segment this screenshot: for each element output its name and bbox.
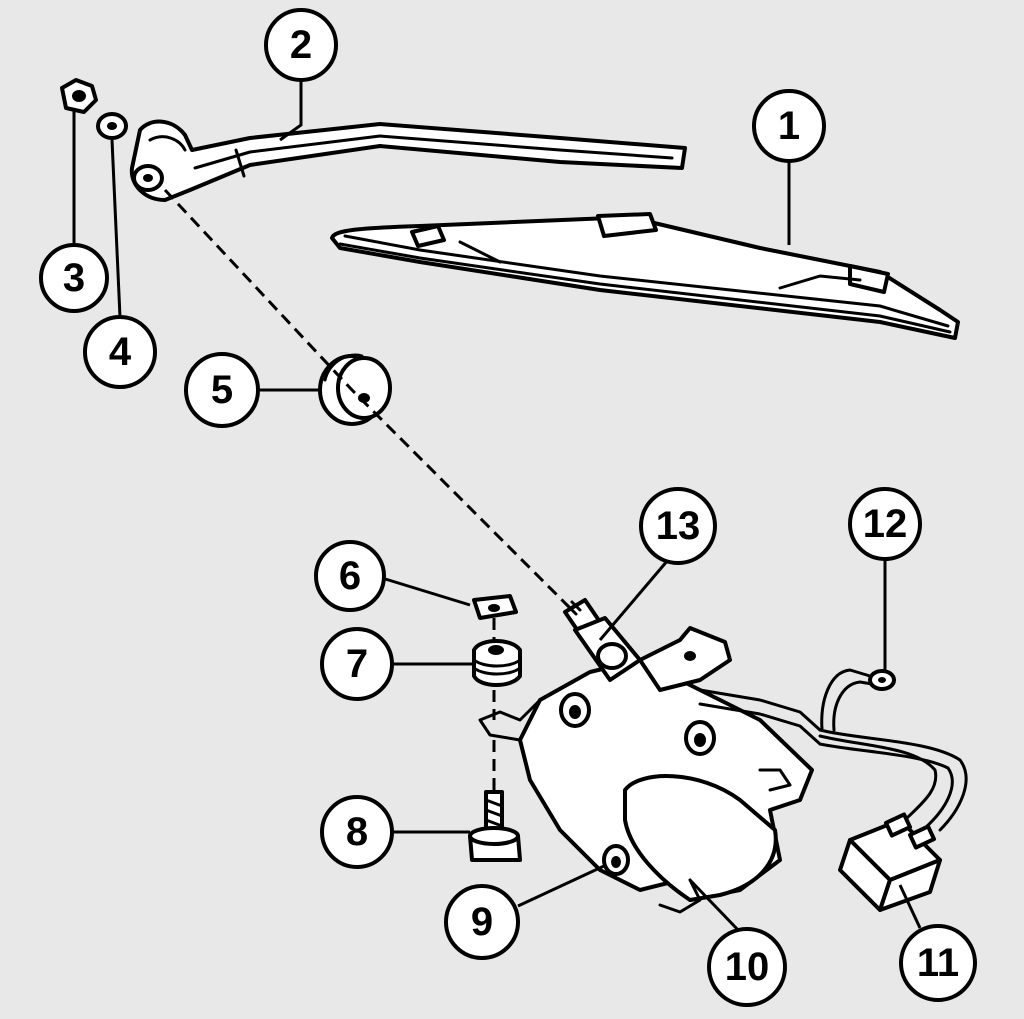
grommet xyxy=(318,353,392,426)
svg-text:5: 5 xyxy=(211,368,233,412)
callout-6: 6 xyxy=(314,540,386,612)
bushing xyxy=(472,639,522,687)
callout-7: 7 xyxy=(320,627,394,701)
svg-text:12: 12 xyxy=(863,502,908,546)
callout-5: 5 xyxy=(184,352,260,428)
svg-text:2: 2 xyxy=(290,23,312,67)
svg-text:11: 11 xyxy=(917,941,959,985)
callout-3: 3 xyxy=(39,243,109,313)
callout-1: 1 xyxy=(752,89,826,163)
wiper-motor xyxy=(478,626,814,914)
svg-text:7: 7 xyxy=(346,642,368,686)
ground-terminal xyxy=(868,669,896,691)
wiper-arm xyxy=(129,119,687,202)
leader-lines xyxy=(72,80,922,934)
svg-text:10: 10 xyxy=(725,945,770,989)
callout-13: 13 xyxy=(639,487,717,565)
svg-text:8: 8 xyxy=(346,810,368,854)
washer xyxy=(96,112,128,140)
motor-shaft xyxy=(563,598,642,682)
clip xyxy=(472,594,518,620)
nut xyxy=(60,78,98,114)
callout-10: 10 xyxy=(707,927,787,1007)
motor-grommet xyxy=(602,844,630,876)
svg-text:9: 9 xyxy=(471,900,493,944)
callout-12: 12 xyxy=(848,487,922,561)
svg-text:4: 4 xyxy=(109,330,132,374)
callout-11: 11 xyxy=(899,924,977,1002)
callout-2: 2 xyxy=(264,8,338,82)
callout-8: 8 xyxy=(320,795,394,869)
callout-9: 9 xyxy=(444,884,520,960)
wiring-harness xyxy=(698,668,968,832)
svg-text:6: 6 xyxy=(339,554,361,598)
svg-text:13: 13 xyxy=(656,504,701,548)
callout-4: 4 xyxy=(83,315,157,389)
electrical-connector xyxy=(838,812,942,912)
svg-text:1: 1 xyxy=(778,104,800,148)
alignment-line xyxy=(163,188,572,610)
wiper-blade xyxy=(330,212,960,340)
bolt xyxy=(468,790,522,862)
svg-text:3: 3 xyxy=(63,256,85,300)
